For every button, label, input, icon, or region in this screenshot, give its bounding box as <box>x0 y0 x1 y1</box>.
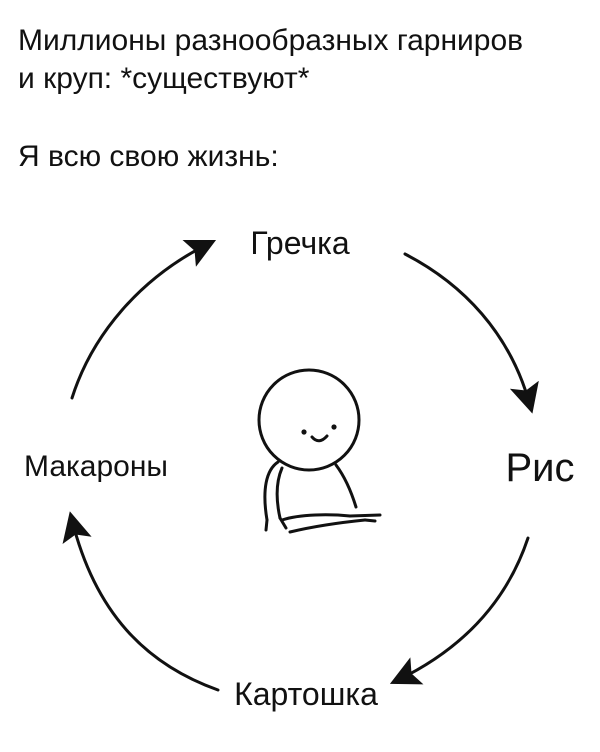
cycle-label-top: Гречка <box>250 225 349 261</box>
arrow-top-to-right <box>403 252 539 414</box>
cycle-label-right: Рис <box>505 446 574 490</box>
arrow-left-to-top <box>70 239 217 400</box>
caption-line-2: и круп: *существуют* <box>18 62 310 95</box>
sitting-figure-icon <box>257 368 382 534</box>
arrow-right-to-bottom <box>389 536 530 685</box>
arrow-bottom-to-left <box>62 511 220 692</box>
cycle-label-bottom: Картошка <box>234 676 378 712</box>
cycle-label-left: Макароны <box>24 450 168 483</box>
caption-line-1: Миллионы разнообразных гарниров <box>18 24 524 57</box>
caption-heading: Миллионы разнообразных гарниров и круп: … <box>18 22 588 98</box>
caption-subheading: Я всю свою жизнь: <box>18 140 279 173</box>
